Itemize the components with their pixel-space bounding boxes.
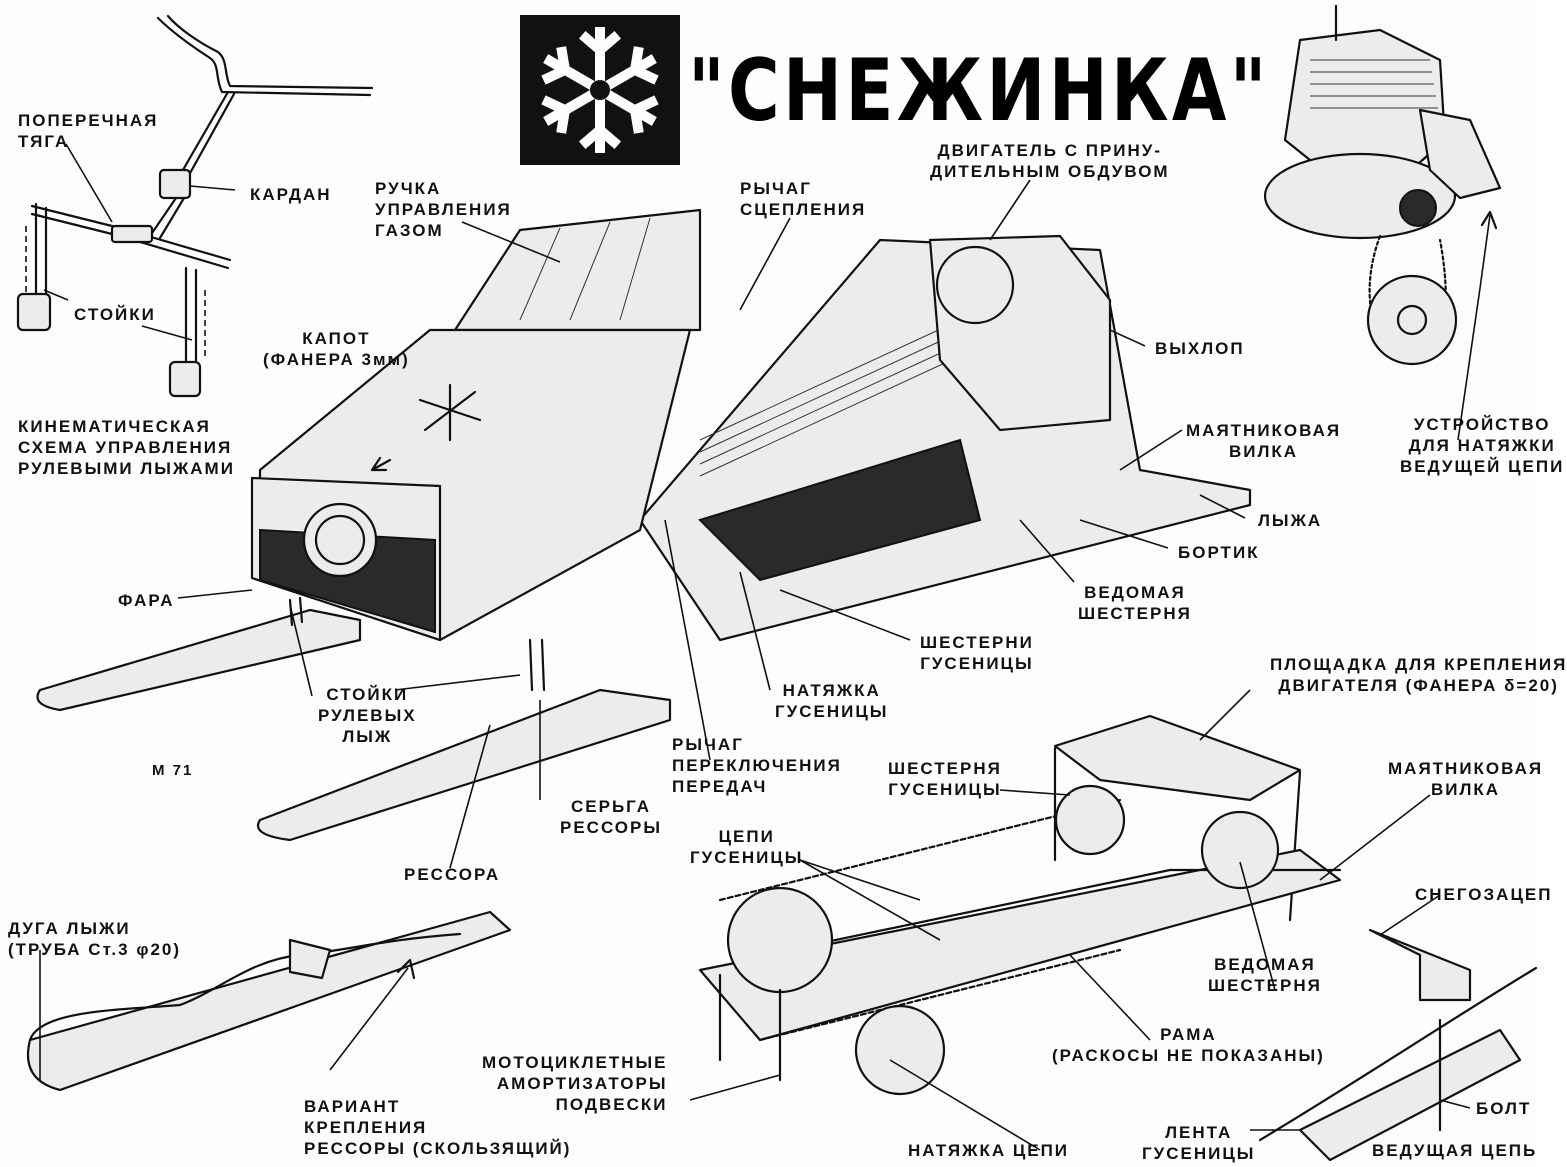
label-side-rail: БОРТИК <box>1178 543 1260 562</box>
label-driven-gear-top: ВЕДОМАЯ ШЕСТЕРНЯ <box>1078 583 1192 623</box>
label-driven-gear-bottom: ВЕДОМАЯ ШЕСТЕРНЯ <box>1208 955 1322 995</box>
label-posts: СТОЙКИ <box>74 305 156 324</box>
label-track-gear: ШЕСТЕРНЯ ГУСЕНИЦЫ <box>888 759 1002 799</box>
label-drive-chain: ВЕДУЩАЯ ЦЕПЬ <box>1372 1141 1538 1160</box>
emblem-m71: М 71 <box>152 762 194 779</box>
label-chain-tension: НАТЯЖКА ЦЕПИ <box>908 1141 1070 1160</box>
label-track-tension: НАТЯЖКА ГУСЕНИЦЫ <box>775 681 889 721</box>
label-clutch-lever: РЫЧАГ СЦЕПЛЕНИЯ <box>740 179 867 219</box>
label-spring-shackle: СЕРЬГА РЕССОРЫ <box>560 797 663 837</box>
label-cardan: КАРДАН <box>250 185 332 204</box>
label-track-belt: ЛЕНТА ГУСЕНИЦЫ <box>1142 1123 1256 1163</box>
frame-assembly-drawing <box>698 714 1538 1162</box>
leader-lines <box>177 179 1471 1151</box>
label-shock-absorbers: МОТОЦИКЛЕТНЫЕ АМОРТИЗАТОРЫ ПОДВЕСКИ <box>482 1053 668 1114</box>
steering-linkage-drawing <box>16 14 374 398</box>
label-engine: ДВИГАТЕЛЬ С ПРИНУ- ДИТЕЛЬНЫМ ОБДУВОМ <box>930 141 1170 181</box>
label-headlight: ФАРА <box>118 591 175 610</box>
label-snow-cleat: СНЕГОЗАЦЕП <box>1415 885 1553 904</box>
label-track-chains: ЦЕПИ ГУСЕНИЦЫ <box>690 827 804 867</box>
label-bolt: БОЛТ <box>1476 1099 1532 1118</box>
label-ski: ЛЫЖА <box>1258 511 1323 530</box>
label-cross-rod: ПОПЕРЕЧНАЯ ТЯГА <box>18 111 159 151</box>
label-frame: РАМА (РАСКОСЫ НЕ ПОКАЗАНЫ) <box>1052 1025 1325 1065</box>
label-ski-posts: СТОЙКИ РУЛЕВЫХ ЛЫЖ <box>318 685 417 746</box>
snowmobile-main-drawing <box>36 208 1252 842</box>
label-leaf-spring: РЕССОРА <box>404 865 501 884</box>
label-swing-fork-bottom: МАЯТНИКОВАЯ ВИЛКА <box>1388 759 1544 799</box>
page-title: "СНЕЖИНКА" <box>688 41 1270 141</box>
label-gear-lever: РЫЧАГ ПЕРЕКЛЮЧЕНИЯ ПЕРЕДАЧ <box>672 735 842 796</box>
label-kinematic-scheme: КИНЕМАТИЧЕСКАЯ СХЕМА УПРАВЛЕНИЯ РУЛЕВЫМИ… <box>18 417 235 478</box>
label-track-gears: ШЕСТЕРНИ ГУСЕНИЦЫ <box>920 633 1034 673</box>
label-tensioner: УСТРОЙСТВО ДЛЯ НАТЯЖКИ ВЕДУЩЕЙ ЦЕПИ <box>1400 415 1565 476</box>
label-engine-platform: ПЛОЩАДКА ДЛЯ КРЕПЛЕНИЯ ДВИГАТЕЛЯ (ФАНЕРА… <box>1270 655 1567 695</box>
label-hood: КАПОТ (ФАНЕРА 3мм) <box>263 329 410 369</box>
label-exhaust: ВЫХЛОП <box>1155 339 1245 358</box>
title-emblem <box>520 15 680 165</box>
label-throttle-handle: РУЧКА УПРАВЛЕНИЯ ГАЗОМ <box>375 179 512 240</box>
snowflake-logo <box>520 15 680 165</box>
label-ski-bow: ДУГА ЛЫЖИ (ТРУБА Ст.3 φ20) <box>8 919 182 959</box>
engine-tensioner-drawing <box>1263 4 1502 441</box>
ski-variant-drawing <box>26 910 512 1092</box>
label-swing-fork-top: МАЯТНИКОВАЯ ВИЛКА <box>1186 421 1342 461</box>
label-spring-variant: ВАРИАНТ КРЕПЛЕНИЯ РЕССОРЫ (СКОЛЬЗЯЩИЙ) <box>304 1097 572 1158</box>
